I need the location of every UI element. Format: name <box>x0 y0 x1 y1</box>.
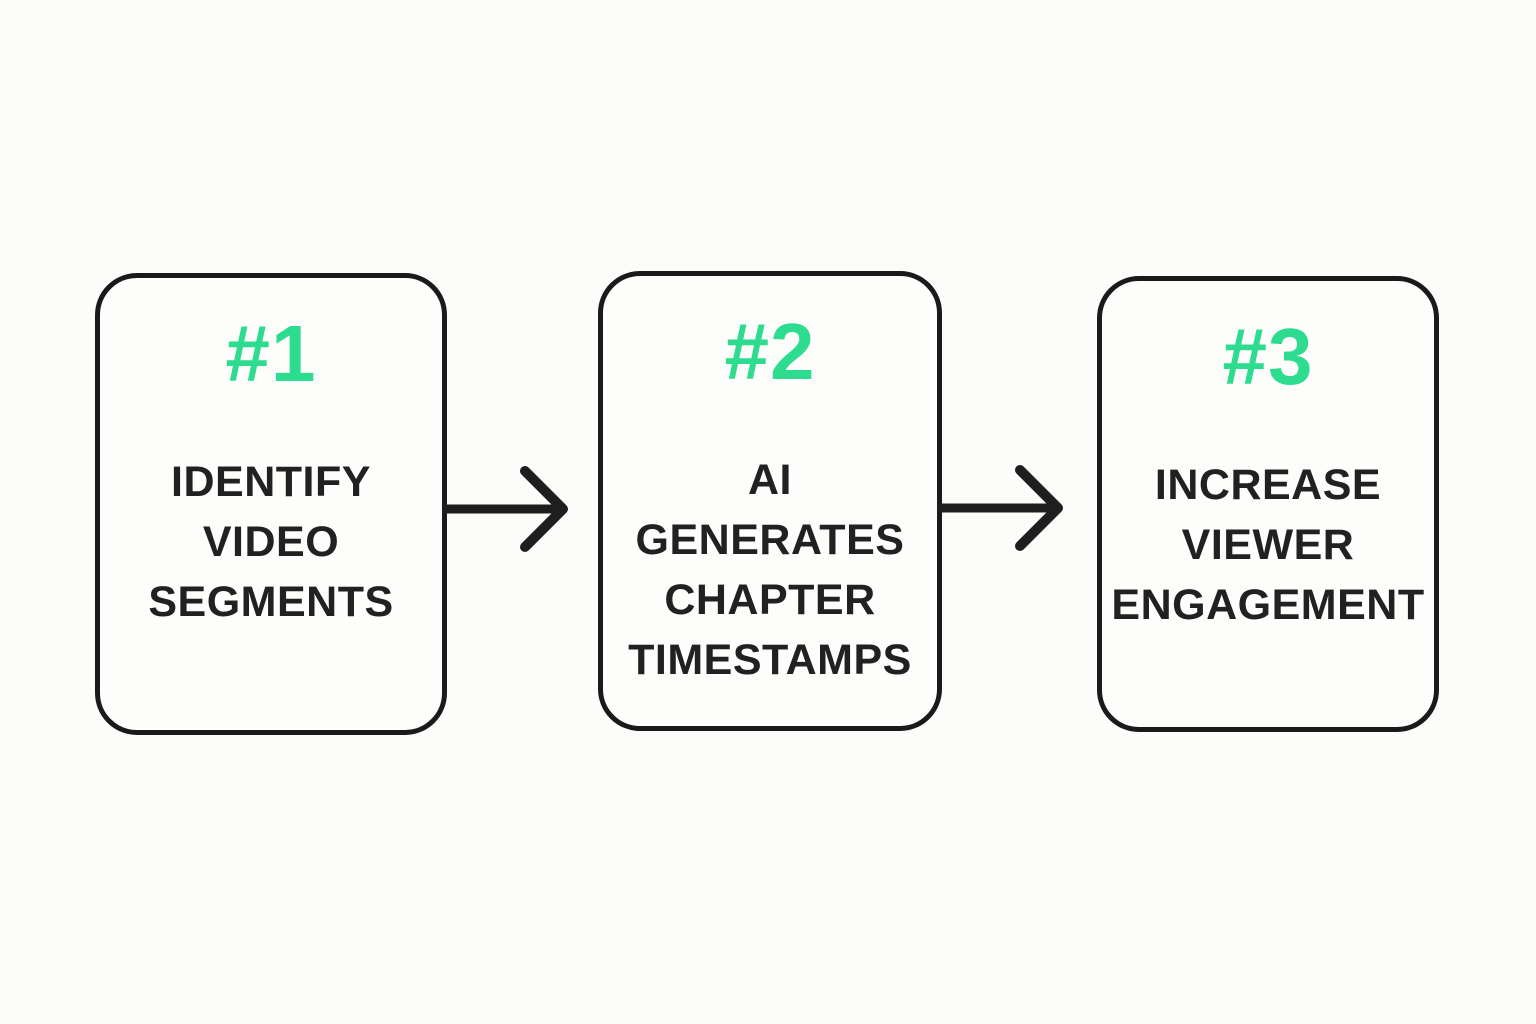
step-title-1: IDENTIFY VIDEO SEGMENTS <box>140 452 401 632</box>
step-card-1: #1 IDENTIFY VIDEO SEGMENTS <box>95 273 447 735</box>
step-title-line: GENERATES <box>635 516 905 564</box>
step-title-line: AI <box>747 456 792 504</box>
step-title-line: IDENTIFY <box>171 458 371 506</box>
step-title-2: AI GENERATES CHAPTER TIMESTAMPS <box>620 450 920 690</box>
step-title-line: VIEWER <box>1181 521 1355 569</box>
arrow-right-icon <box>443 461 571 557</box>
step-number-3: #3 <box>1222 312 1314 401</box>
step-card-3: #3 INCREASE VIEWER ENGAGEMENT <box>1097 276 1439 732</box>
step-title-3: INCREASE VIEWER ENGAGEMENT <box>1103 455 1432 635</box>
step-title-line: VIDEO <box>202 518 340 566</box>
step-title-line: INCREASE <box>1154 461 1382 509</box>
step-title-line: SEGMENTS <box>148 578 394 626</box>
step-title-line: CHAPTER <box>664 576 876 624</box>
step-number-1: #1 <box>225 309 317 398</box>
step-title-line: ENGAGEMENT <box>1111 581 1425 629</box>
arrow-right-icon <box>938 460 1066 556</box>
step-number-2: #2 <box>724 307 816 396</box>
step-card-2: #2 AI GENERATES CHAPTER TIMESTAMPS <box>598 271 942 731</box>
step-title-line: TIMESTAMPS <box>628 636 912 684</box>
